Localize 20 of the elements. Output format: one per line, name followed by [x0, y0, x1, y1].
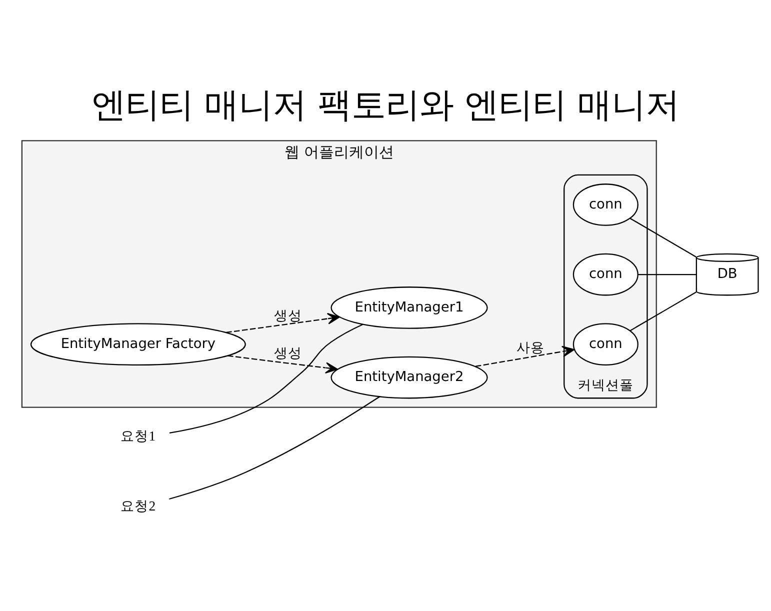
- connector: [630, 217, 696, 257]
- arrow: [228, 354, 338, 374]
- node-ellipse: EntityManager Factory: [30, 322, 246, 365]
- connector: [169, 323, 364, 434]
- edge-label: 생성: [274, 345, 302, 362]
- node-ellipse: conn: [572, 252, 638, 296]
- connector: [638, 273, 696, 275]
- connector: [630, 291, 696, 331]
- connector: [169, 396, 380, 500]
- edge-label: 생성: [274, 307, 302, 324]
- arrow: [226, 312, 340, 333]
- diagram-title: 엔티티 매니저 팩토리와 엔티티 매니저: [92, 85, 680, 126]
- arrow: [475, 345, 575, 366]
- node-ellipse: conn: [572, 183, 638, 226]
- node-ellipse: conn: [572, 322, 638, 365]
- node-ellipse: EntityManager2: [330, 356, 488, 398]
- node-text: 요청2: [120, 498, 156, 513]
- node-text: 요청1: [120, 428, 156, 444]
- edge-label: 사용: [516, 339, 544, 356]
- node-ellipse: EntityManager1: [330, 286, 488, 328]
